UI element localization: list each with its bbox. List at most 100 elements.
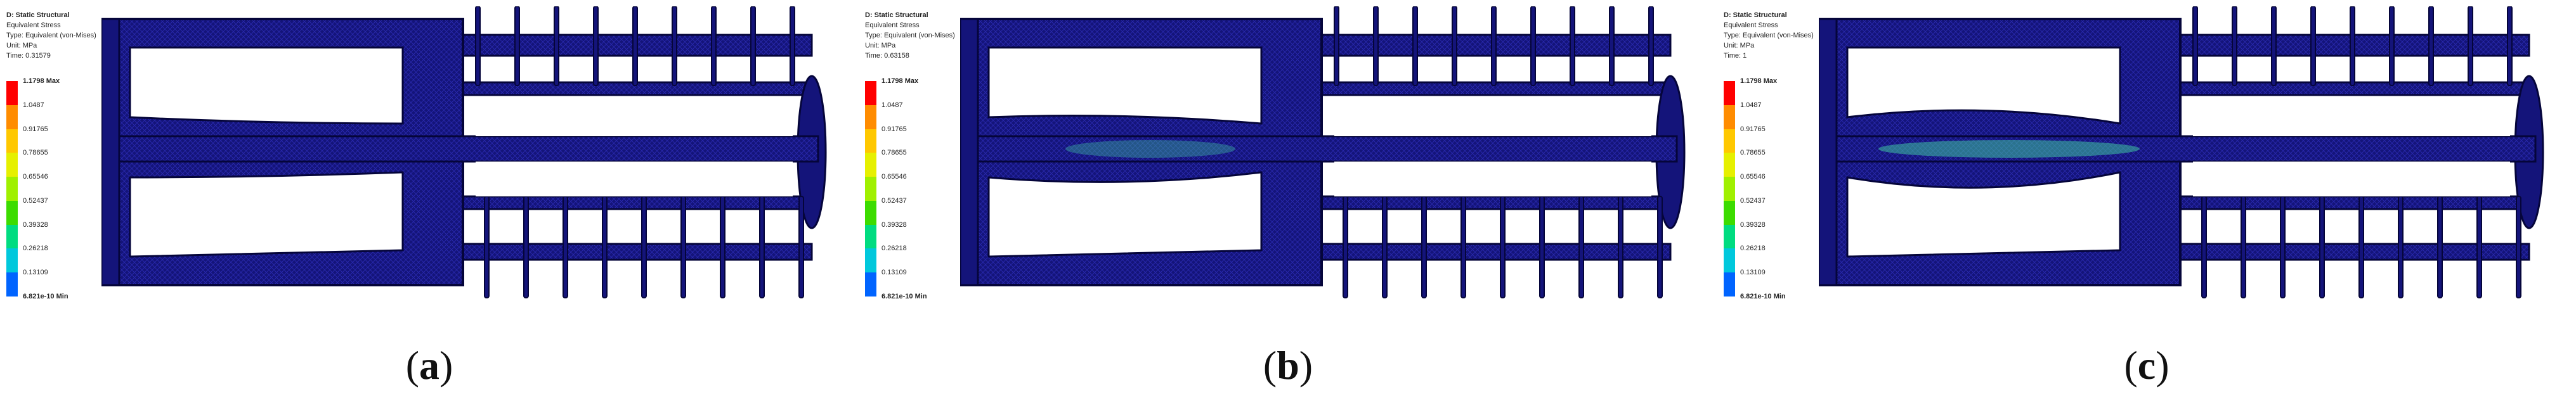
legend-label: 0.39328 xyxy=(23,220,48,229)
end-cap-left xyxy=(960,18,979,286)
caption-letter: c xyxy=(2137,343,2156,388)
tine-top xyxy=(2350,6,2355,86)
legend-label: 0.13109 xyxy=(23,269,48,277)
tine-bottom xyxy=(602,196,608,298)
end-cap-left xyxy=(1819,18,1838,286)
legend-swatch xyxy=(1724,177,1735,201)
legend-swatch xyxy=(6,153,18,177)
tine-bottom xyxy=(1539,196,1545,298)
legend-swatch xyxy=(865,105,876,129)
legend-label: 0.13109 xyxy=(881,269,907,277)
legend-label: 6.821e-10 Min xyxy=(1740,293,1786,300)
tine-top xyxy=(2389,6,2395,86)
tine-bottom xyxy=(1460,196,1466,298)
tine-bottom xyxy=(484,196,490,298)
legend-swatch xyxy=(6,81,18,105)
tine-bottom xyxy=(1382,196,1388,298)
opening-right-upper xyxy=(476,98,793,136)
tine-bottom xyxy=(2201,196,2207,298)
legend-swatch xyxy=(6,105,18,129)
opening-upper xyxy=(129,46,404,125)
legend-label: 0.52437 xyxy=(1740,196,1766,205)
tine-bottom xyxy=(2241,196,2246,298)
legend-swatch xyxy=(865,224,876,249)
structure-model xyxy=(101,6,827,298)
legend-swatch xyxy=(865,272,876,296)
tine-top xyxy=(2271,6,2277,86)
shaft-bar xyxy=(455,243,813,261)
tine-top xyxy=(2192,6,2198,86)
tine-top xyxy=(790,6,795,86)
center-beam xyxy=(101,135,819,163)
legend-label: 0.26218 xyxy=(881,245,907,253)
tine-bottom xyxy=(2437,196,2443,298)
legend-label: 1.0487 xyxy=(881,101,903,109)
shaft-bar xyxy=(2173,195,2530,210)
legend-label: 1.1798 Max xyxy=(23,77,60,85)
tine-bottom xyxy=(2516,196,2521,298)
tine-top xyxy=(1452,6,1457,86)
legend-swatch xyxy=(6,248,18,273)
legend-label: 0.91765 xyxy=(1740,125,1766,133)
stress-hotspot xyxy=(1878,140,2140,158)
legend-swatch xyxy=(6,200,18,225)
tine-top xyxy=(514,6,520,86)
opening-right-upper xyxy=(1334,98,1651,136)
tine-bottom xyxy=(2319,196,2325,298)
legend-label: 6.821e-10 Min xyxy=(881,293,927,300)
tine-top xyxy=(554,6,559,86)
legend-swatch xyxy=(865,248,876,273)
structure-model xyxy=(960,6,1686,298)
tine-bottom xyxy=(2280,196,2286,298)
tine-top xyxy=(750,6,756,86)
legend-label: 0.78655 xyxy=(881,149,907,157)
legend-swatch xyxy=(1724,200,1735,225)
tine-bottom xyxy=(1421,196,1427,298)
tine-bottom xyxy=(680,196,686,298)
legend-label: 1.1798 Max xyxy=(881,77,919,85)
legend-label: 6.821e-10 Min xyxy=(23,293,68,300)
legend-swatch xyxy=(865,200,876,225)
legend-label: 0.13109 xyxy=(1740,269,1766,277)
opening-right-lower xyxy=(1334,162,1651,196)
legend-label: 0.39328 xyxy=(1740,220,1766,229)
caption-letter: a xyxy=(419,343,439,388)
tine-top xyxy=(711,6,717,86)
tine-top xyxy=(2310,6,2316,86)
info-time: Time: 0.31579 xyxy=(6,52,51,60)
info-result-type: Equivalent Stress xyxy=(1724,22,1778,29)
legend-swatch xyxy=(6,272,18,296)
tine-top xyxy=(2468,6,2473,86)
tine-top xyxy=(1412,6,1418,86)
tine-bottom xyxy=(563,196,568,298)
tine-bottom xyxy=(2358,196,2364,298)
tine-bottom xyxy=(641,196,647,298)
info-result-title: D: Static Structural xyxy=(6,11,70,19)
legend-swatch xyxy=(1724,105,1735,129)
tine-bottom xyxy=(2398,196,2404,298)
tine-bottom xyxy=(1500,196,1506,298)
center-beam xyxy=(960,135,1678,163)
opening-lower xyxy=(129,171,404,258)
legend-swatch xyxy=(1724,248,1735,273)
legend-swatch xyxy=(1724,81,1735,105)
tine-bottom xyxy=(1657,196,1663,298)
tine-bottom xyxy=(1618,196,1623,298)
legend-label: 0.39328 xyxy=(881,220,907,229)
legend-label: 0.65546 xyxy=(881,173,907,181)
info-result-title: D: Static Structural xyxy=(865,11,928,19)
info-result-type: Equivalent Stress xyxy=(865,22,920,29)
legend-swatch xyxy=(865,153,876,177)
shaft-bar xyxy=(2173,243,2530,261)
subfigure-caption: (a) xyxy=(405,343,453,388)
info-result-type: Equivalent Stress xyxy=(6,22,61,29)
legend-label: 1.0487 xyxy=(23,101,44,109)
shaft-bar xyxy=(1314,243,1672,261)
structure-model xyxy=(1819,6,2544,298)
tine-top xyxy=(1491,6,1497,86)
